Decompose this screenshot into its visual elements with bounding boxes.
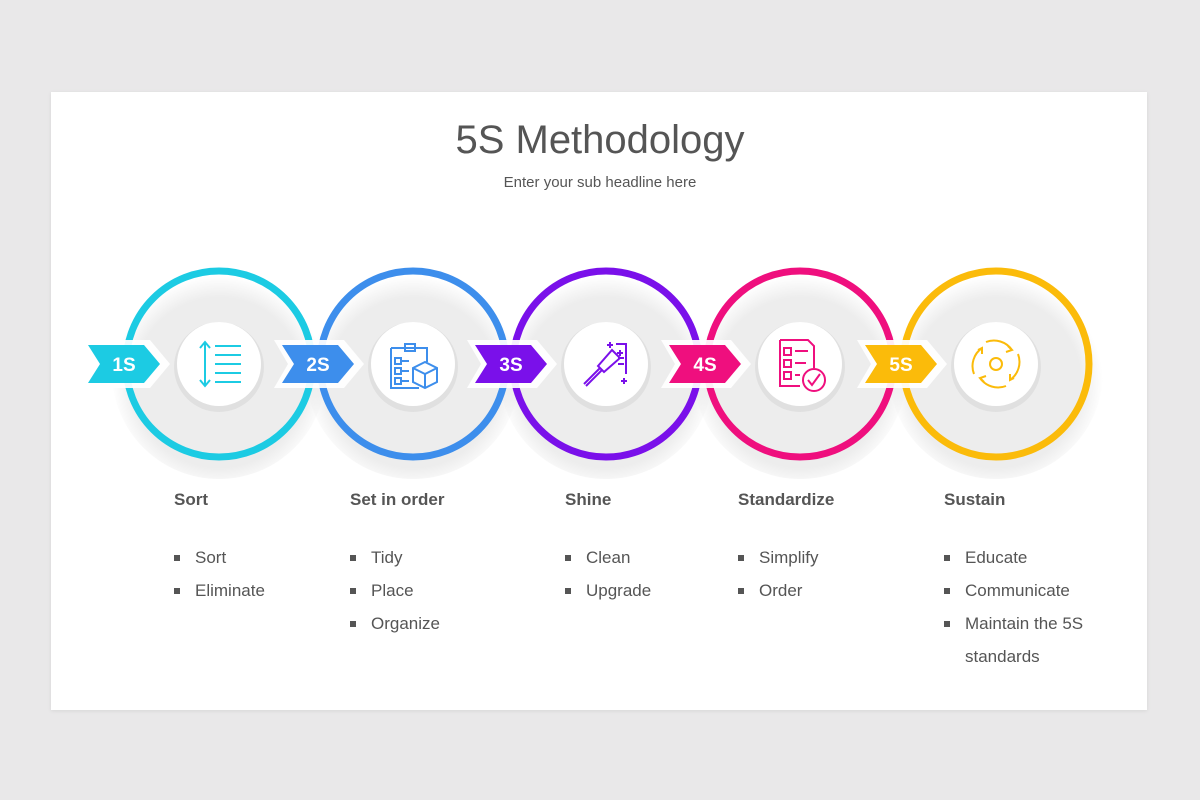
icon-circle — [371, 322, 455, 406]
subtitle: Enter your sub headline here — [503, 174, 697, 191]
list-item: Simplify — [738, 541, 899, 574]
step-chevron-1 — [88, 345, 160, 383]
step-badge-label: 4S — [693, 355, 716, 376]
list-item: Place — [350, 574, 511, 607]
step-chevron-2 — [282, 345, 354, 383]
cycle-gear-icon — [971, 339, 1021, 389]
list-item: Maintain the 5S standards — [944, 607, 1105, 673]
list-item: Educate — [944, 541, 1105, 574]
list-item: Upgrade — [565, 574, 726, 607]
step-badge-label: 1S — [112, 355, 135, 376]
list-item: Order — [738, 574, 899, 607]
step-chevron-4 — [669, 345, 741, 383]
list-item: Sort — [174, 541, 335, 574]
sort-list-icon — [199, 340, 241, 388]
page-title: 5S Methodology — [455, 118, 745, 162]
step-badge-label: 2S — [306, 355, 329, 376]
step-badge-label: 3S — [499, 355, 522, 376]
icon-circle — [954, 322, 1038, 406]
list-item: Clean — [565, 541, 726, 574]
clipboard-box-icon — [390, 343, 438, 390]
step-title: Shine — [565, 490, 612, 509]
step-chevron-3 — [475, 345, 547, 383]
step-title: Sort — [174, 490, 208, 509]
step-badge-label: 5S — [889, 355, 912, 376]
step-title: Standardize — [738, 490, 835, 509]
list-item: Communicate — [944, 574, 1105, 607]
step-title: Set in order — [350, 490, 445, 509]
list-item: Organize — [350, 607, 511, 640]
checklist-approved-icon — [779, 339, 826, 392]
squeegee-clean-icon — [583, 342, 627, 387]
step-title: Sustain — [944, 490, 1006, 509]
list-item: Tidy — [350, 541, 511, 574]
list-item: Eliminate — [174, 574, 335, 607]
step-chevron-5 — [865, 345, 937, 383]
icon-circle — [564, 322, 648, 406]
